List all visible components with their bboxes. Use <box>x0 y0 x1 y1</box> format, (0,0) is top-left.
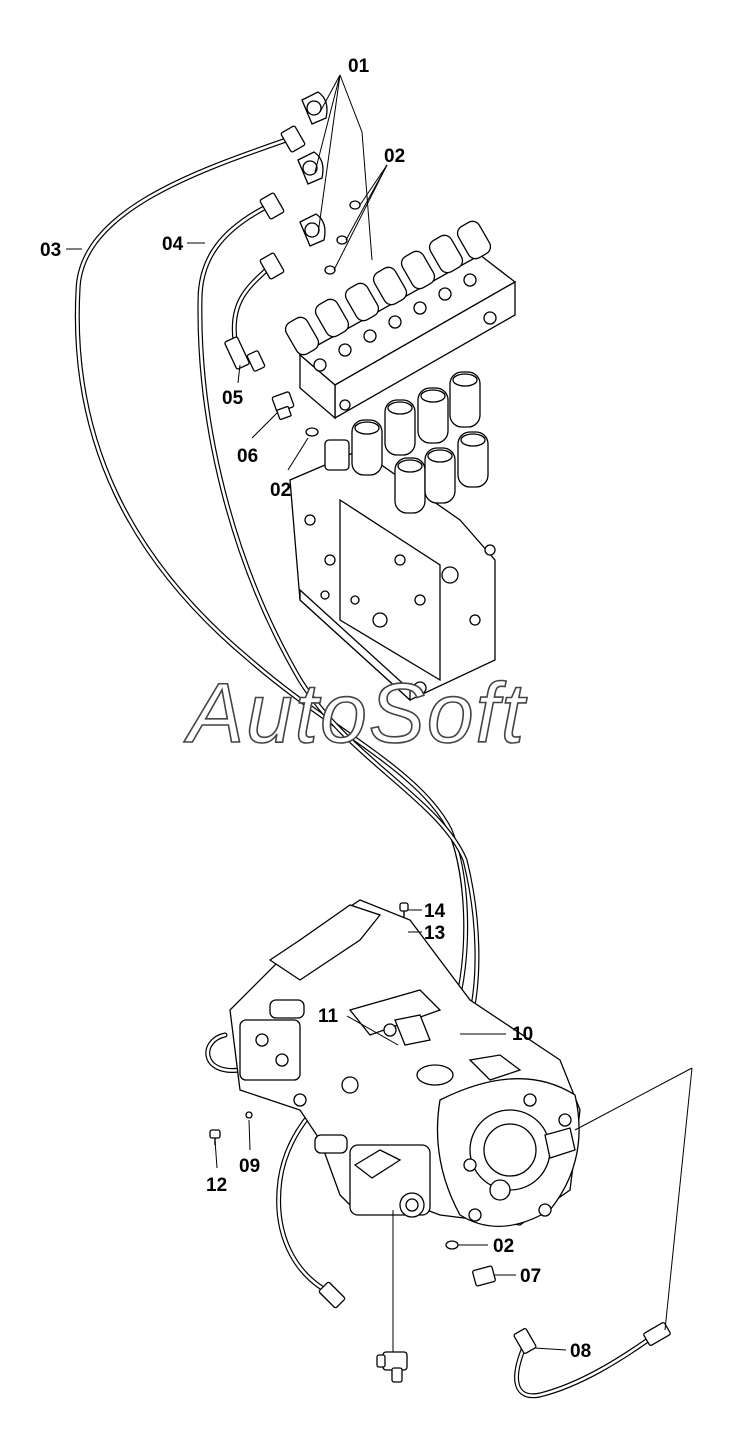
callout-13: 13 <box>424 923 445 944</box>
adapter-06 <box>271 391 295 421</box>
watermark-text: AutoSoft <box>183 666 528 760</box>
callout-01: 01 <box>348 56 370 77</box>
elbow-fittings-01 <box>297 91 328 247</box>
callout-12: 12 <box>206 1175 227 1196</box>
pump-assembly <box>229 899 581 1228</box>
callout-02-bottom: 02 <box>493 1236 514 1257</box>
leader-lines <box>66 74 693 1352</box>
hose-08 <box>514 1332 658 1399</box>
adapter-07 <box>472 1265 496 1287</box>
bolts <box>209 902 409 1145</box>
hose-05 <box>231 262 275 343</box>
control-valve-body <box>289 371 496 702</box>
callout-04: 04 <box>162 234 184 255</box>
callout-06: 06 <box>237 446 258 467</box>
callout-09: 09 <box>239 1156 260 1177</box>
solenoid-valve-block-upper <box>284 220 517 420</box>
tee-fitting <box>376 1351 408 1383</box>
callout-03: 03 <box>40 240 61 261</box>
callout-05: 05 <box>222 388 244 409</box>
callout-02-mid: 02 <box>270 480 291 501</box>
hose-04 <box>197 202 480 1023</box>
callout-labels: 01 02 03 04 05 06 02 14 13 11 10 12 09 0… <box>40 56 591 1362</box>
callout-14: 14 <box>424 901 446 922</box>
solenoid-coils-valve <box>351 371 489 514</box>
callout-11: 11 <box>318 1006 339 1027</box>
callout-10: 10 <box>512 1024 533 1045</box>
callout-08: 08 <box>570 1341 591 1362</box>
callout-02-top: 02 <box>384 146 405 167</box>
hose-03 <box>74 135 469 1013</box>
hose-fittings <box>224 125 671 1354</box>
callout-07: 07 <box>520 1266 541 1287</box>
solenoid-coils-upper <box>284 220 492 356</box>
